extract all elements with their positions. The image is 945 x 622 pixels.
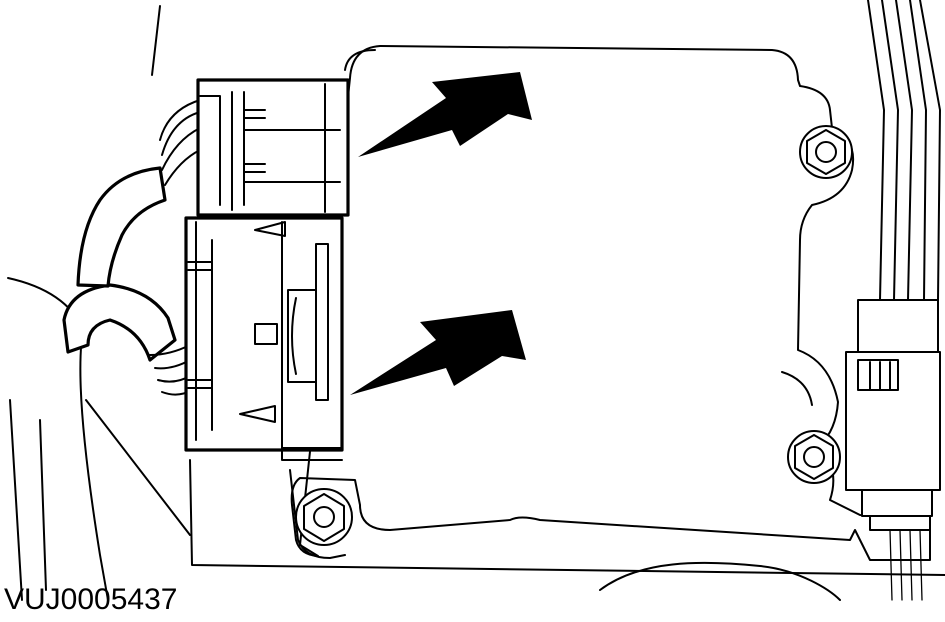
arrow-icon (350, 310, 526, 395)
figure-id-label: VUJ0005437 (4, 583, 178, 616)
side-connector (845, 299, 941, 531)
harness-right (867, 0, 941, 601)
lower-connector (184, 216, 344, 461)
harness-left (62, 99, 201, 396)
arrow-icon (358, 72, 532, 157)
module-housing (289, 45, 931, 561)
upper-connector (196, 78, 350, 217)
hex-nut-icon (799, 125, 853, 179)
hex-nut-icon (295, 488, 353, 546)
hex-nut-icon (787, 430, 841, 484)
